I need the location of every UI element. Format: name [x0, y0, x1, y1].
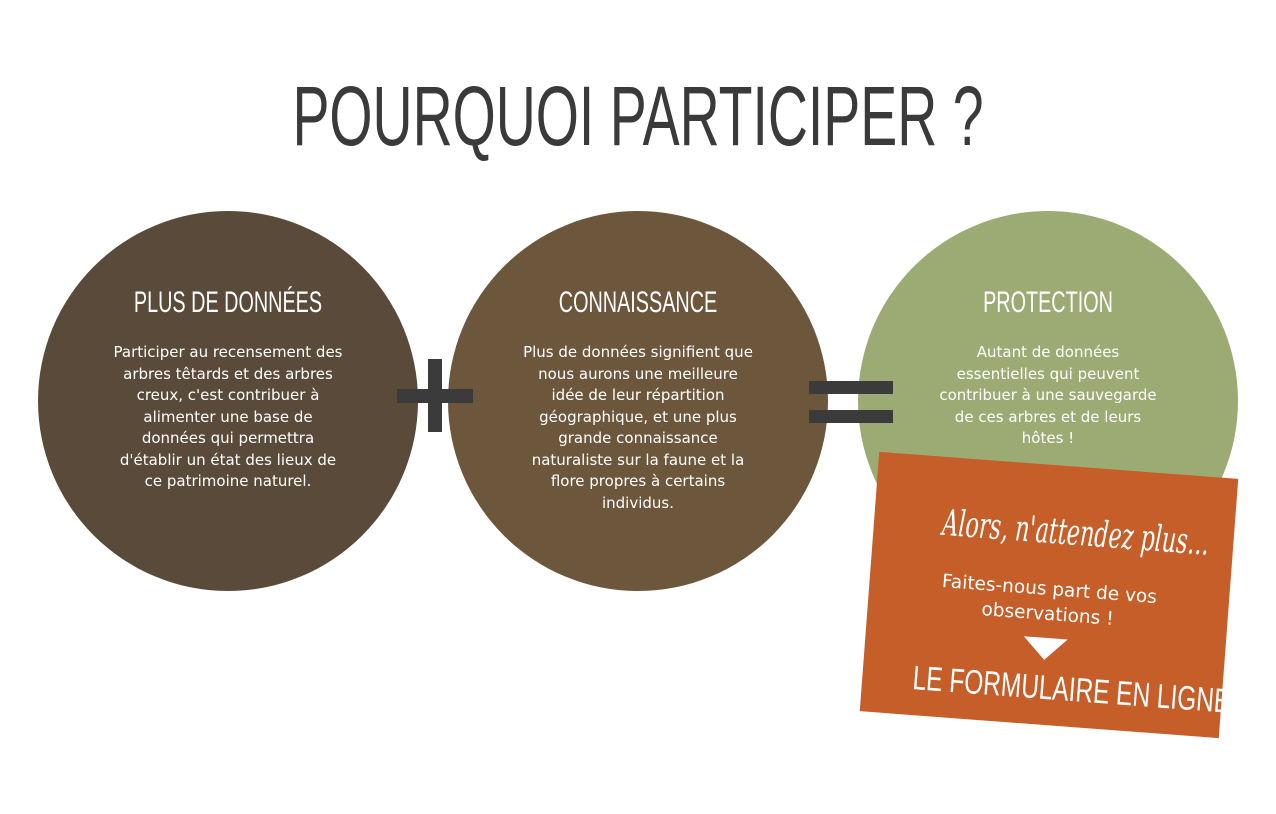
- circle-text: Participer au recensement des arbres têt…: [113, 343, 343, 490]
- circle-text: Plus de données signifient que nous auro…: [523, 343, 753, 512]
- circle-connaissance: CONNAISSANCE Plus de données signifient …: [448, 211, 828, 591]
- page-title: POURQUOI PARTICIPER ?: [292, 69, 984, 163]
- circle-text: Autant de données essentielles qui peuve…: [939, 343, 1157, 447]
- plus-sign-vertical-bar: [428, 359, 442, 432]
- circle-plus-de-donnees: PLUS DE DONNÉES Participer au recensemen…: [38, 211, 418, 591]
- circle-heading: PROTECTION: [983, 286, 1113, 319]
- circle-heading: CONNAISSANCE: [558, 286, 718, 319]
- cta-script-heading: Alors, n'attendez plus...: [940, 502, 1211, 564]
- equals-sign-bottom-bar: [809, 410, 893, 423]
- cta-card: Alors, n'attendez plus... Faites-nous pa…: [859, 451, 1239, 739]
- triangle-down-icon: [1022, 636, 1068, 662]
- cta-text: Faites-nous part de vos observations !: [941, 570, 1158, 630]
- online-form-link[interactable]: LE FORMULAIRE EN LIGNE: [911, 659, 1232, 721]
- circle-heading: PLUS DE DONNÉES: [133, 286, 323, 319]
- equals-sign-top-bar: [809, 381, 893, 394]
